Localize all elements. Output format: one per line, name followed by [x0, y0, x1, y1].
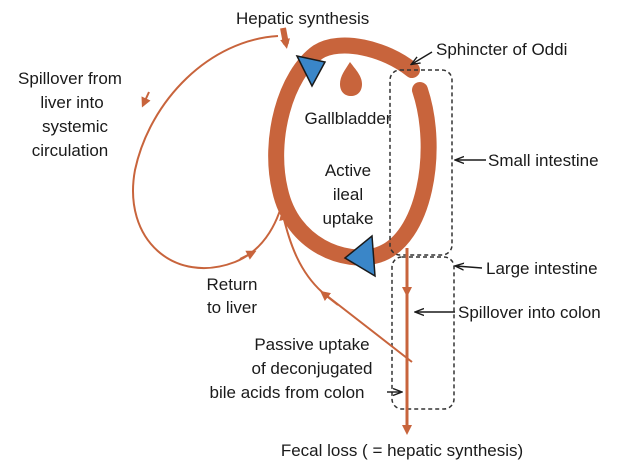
hepatic-synthesis-inflow — [283, 28, 286, 44]
label-spillover-liver-3: systemic — [42, 117, 109, 136]
gallbladder-shape — [340, 62, 362, 96]
passive-uptake-arrow — [324, 294, 338, 305]
label-return-liver-1: Return — [206, 275, 257, 294]
label-spillover-liver-2: liver into — [40, 93, 103, 112]
label-spillover-liver-1: Spillover from — [18, 69, 122, 88]
label-large-intestine: Large intestine — [486, 259, 598, 278]
systemic-circulation-loop — [133, 36, 285, 268]
sphincter-pointer — [412, 52, 432, 64]
label-active-uptake-2: ileal — [333, 185, 363, 204]
label-fecal-loss: Fecal loss ( = hepatic synthesis) — [281, 441, 523, 460]
label-passive-uptake-2: of deconjugated — [252, 359, 373, 378]
ileal-uptake-arrowhead-icon — [345, 236, 375, 276]
large-intestine-box — [392, 257, 454, 409]
label-hepatic-synthesis: Hepatic synthesis — [236, 9, 369, 28]
systemic-loop-arrow-down — [144, 92, 149, 103]
label-passive-uptake-3: bile acids from colon — [210, 383, 365, 402]
large-intestine-pointer — [456, 266, 482, 268]
label-active-uptake-3: uptake — [322, 209, 373, 228]
systemic-loop-arrow-return — [240, 253, 252, 259]
label-active-uptake-1: Active — [325, 161, 371, 180]
label-small-intestine: Small intestine — [488, 151, 599, 170]
label-gallbladder: Gallbladder — [305, 109, 392, 128]
label-sphincter-of-oddi: Sphincter of Oddi — [436, 40, 567, 59]
label-spillover-colon: Spillover into colon — [458, 303, 601, 322]
label-return-liver-2: to liver — [207, 298, 257, 317]
label-spillover-liver-4: circulation — [32, 141, 109, 160]
label-passive-uptake-1: Passive uptake — [254, 335, 369, 354]
